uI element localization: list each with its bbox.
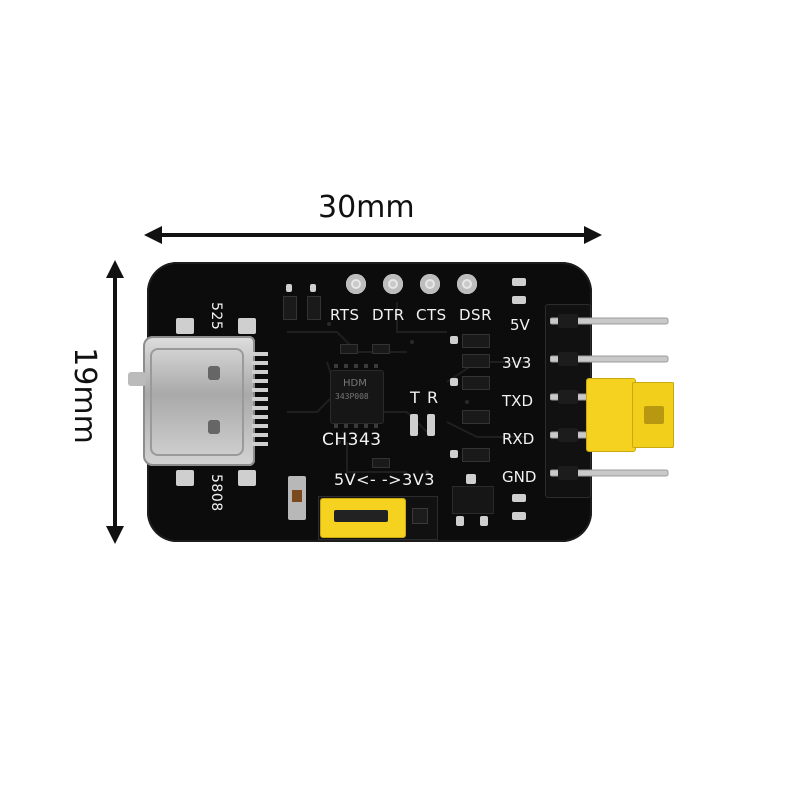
pin-header-jumper-slot xyxy=(644,406,664,424)
regulator-pad-2 xyxy=(480,516,488,526)
usb-c-tab xyxy=(128,372,146,386)
usb-mount-pad-bl xyxy=(176,470,194,486)
led-t xyxy=(410,414,418,436)
label-dtr: DTR xyxy=(372,306,405,324)
label-5v: 5V xyxy=(510,316,530,334)
usb-label-top: 525 xyxy=(208,302,224,331)
smd-pad-r1 xyxy=(450,336,458,344)
smd-pad-r3 xyxy=(450,450,458,458)
smd-r5 xyxy=(462,448,490,462)
label-voltage-select: 5V<- ->3V3 xyxy=(334,470,435,489)
usb-c-inner-shield xyxy=(150,348,244,456)
width-dimension-arrow xyxy=(144,226,602,244)
transistor-q2 xyxy=(307,296,321,320)
regulator-pad-3 xyxy=(466,474,476,484)
capacitor-c3 xyxy=(372,458,390,468)
led-r xyxy=(427,414,435,436)
pin-header-jumper[interactable] xyxy=(586,378,636,452)
label-rts: RTS xyxy=(330,306,360,324)
smd-r4 xyxy=(462,410,490,424)
voltage-select-pin xyxy=(412,508,428,524)
label-3v3: 3V3 xyxy=(502,354,532,372)
regulator-pad-1 xyxy=(456,516,464,526)
chip-pins xyxy=(334,364,378,428)
usb-c-connector[interactable] xyxy=(143,336,255,466)
usb-mount-pad-tr xyxy=(238,318,256,334)
chip-label: CH343 xyxy=(322,430,382,450)
transistor-pad-1 xyxy=(286,284,292,292)
ch343-chip xyxy=(330,370,384,424)
usb-mount-pad-br xyxy=(238,470,256,486)
fuse-marking xyxy=(292,490,302,502)
label-led-t: T xyxy=(410,388,421,407)
usb-label-bottom: 5808 xyxy=(208,474,224,512)
width-label: 30mm xyxy=(318,190,415,225)
label-rxd: RXD xyxy=(502,430,535,448)
hole-dsr[interactable] xyxy=(457,274,477,294)
usb-c-pins xyxy=(252,352,268,446)
chip-marking-1: HDM xyxy=(343,378,367,389)
usb-c-hole-2 xyxy=(208,420,220,434)
label-txd: TXD xyxy=(502,392,533,410)
label-led-r: R xyxy=(427,388,439,407)
height-dimension-arrow xyxy=(106,260,124,544)
usb-c-hole-1 xyxy=(208,366,220,380)
smd-r3 xyxy=(462,376,490,390)
voltage-regulator xyxy=(452,486,494,514)
smd-part-top-right-2 xyxy=(512,296,526,304)
label-dsr: DSR xyxy=(459,306,492,324)
chip-marking-2: 343P008 xyxy=(335,392,369,401)
voltage-select-jumper-slot xyxy=(334,510,388,522)
smd-part-bottom-right-2 xyxy=(512,512,526,520)
smd-r2 xyxy=(462,354,490,368)
hole-dtr[interactable] xyxy=(383,274,403,294)
label-gnd: GND xyxy=(502,468,537,486)
smd-r1 xyxy=(462,334,490,348)
smd-part-bottom-right-1 xyxy=(512,494,526,502)
capacitor-c2 xyxy=(372,344,390,354)
transistor-pad-2 xyxy=(310,284,316,292)
transistor-q1 xyxy=(283,296,297,320)
smd-pad-r2 xyxy=(450,378,458,386)
capacitor-c1 xyxy=(340,344,358,354)
smd-part-top-right-1 xyxy=(512,278,526,286)
hole-cts[interactable] xyxy=(420,274,440,294)
label-cts: CTS xyxy=(416,306,447,324)
hole-rts[interactable] xyxy=(346,274,366,294)
usb-mount-pad-tl xyxy=(176,318,194,334)
height-label: 19mm xyxy=(66,347,102,444)
